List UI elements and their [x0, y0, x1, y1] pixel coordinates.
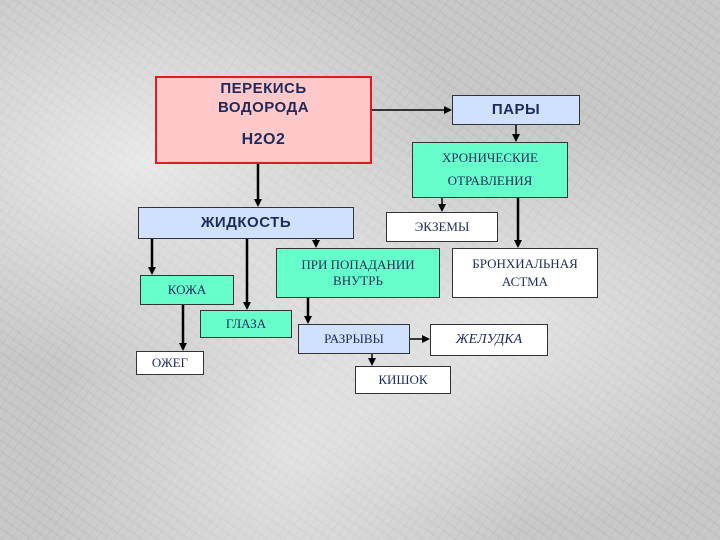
eyes-label: ГЛАЗА [225, 315, 267, 331]
intestines-label: КИШОК [378, 371, 428, 387]
main-title-line1: ПЕРЕКИСЬ [220, 80, 307, 97]
chronic-poisoning-box: ХРОНИЧЕСКИЕ ОТРАВЛЕНИЯ [412, 142, 568, 198]
burn-box: ОЖЕГ [136, 351, 204, 375]
bronchial-asthma-box: БРОНХИАЛЬНАЯ АСТМА [452, 248, 598, 298]
chronic-line2: ОТРАВЛЕНИЯ [447, 173, 533, 189]
burn-label: ОЖЕГ [151, 354, 189, 370]
ingestion-line1: ПРИ ПОПАДАНИИ [301, 256, 415, 272]
bronchial-line1: БРОНХИАЛЬНАЯ [472, 255, 578, 271]
intestines-box: КИШОК [355, 366, 451, 394]
liquid-box: ЖИДКОСТЬ [138, 207, 354, 239]
eczema-box: ЭКЗЕМЫ [386, 212, 498, 242]
vapors-box: ПАРЫ [452, 95, 580, 125]
ruptures-label: РАЗРЫВЫ [324, 330, 384, 346]
ruptures-box: РАЗРЫВЫ [298, 324, 410, 354]
liquid-label: ЖИДКОСТЬ [200, 213, 292, 231]
ingestion-box: ПРИ ПОПАДАНИИ ВНУТРЬ [276, 248, 440, 298]
hydrogen-peroxide-box: ПЕРЕКИСЬ ВОДОРОДА Н2О2 [155, 76, 372, 164]
main-title-line2: ВОДОРОДА [217, 98, 310, 116]
eczema-label: ЭКЗЕМЫ [414, 218, 470, 234]
main-formula: Н2О2 [241, 130, 286, 148]
chronic-line1: ХРОНИЧЕСКИЕ [441, 150, 538, 166]
bronchial-line2: АСТМА [501, 273, 549, 289]
vapors-label: ПАРЫ [491, 100, 541, 118]
stomach-label: ЖЕЛУДКА [455, 332, 523, 348]
skin-label: КОЖА [167, 281, 207, 297]
eyes-box: ГЛАЗА [200, 310, 292, 338]
stomach-box: ЖЕЛУДКА [430, 324, 548, 356]
skin-box: КОЖА [140, 275, 234, 305]
ingestion-line2: ВНУТРЬ [333, 273, 383, 288]
